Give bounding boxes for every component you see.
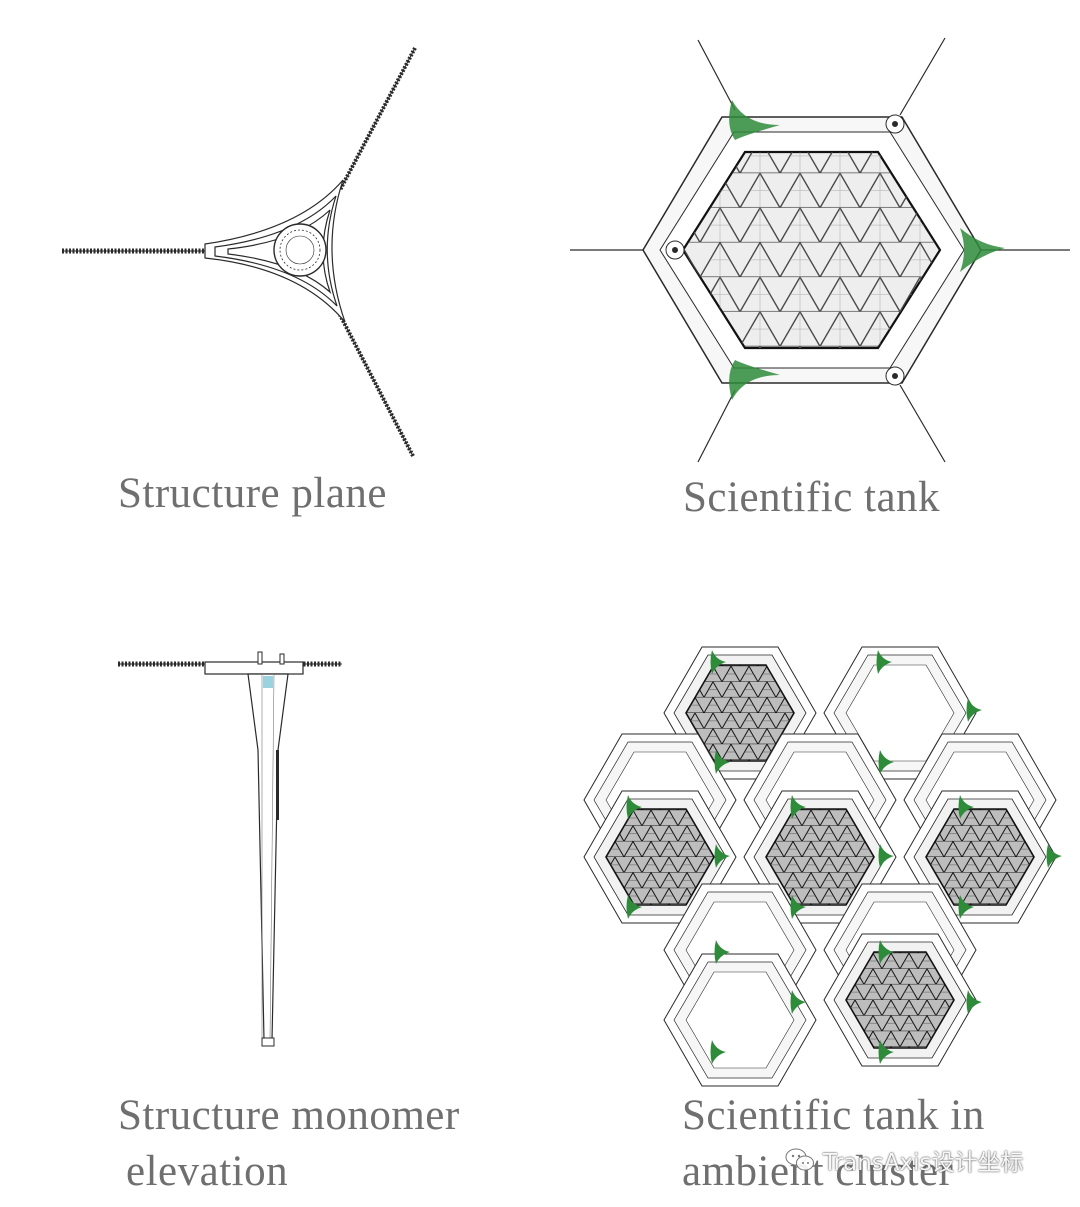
caption-line-1: Structure monomer (118, 1092, 460, 1139)
monomer-elevation-drawing (118, 651, 342, 1047)
caption-scientific-tank: Scientific tank (683, 470, 940, 526)
caption-monomer-elevation: Structure monomer elevation (118, 1088, 460, 1200)
caption-ambient-cluster: Scientific tank in ambient cluster (682, 1088, 985, 1200)
caption-text: Structure plane (118, 470, 387, 517)
watermark-text: TransAxis设计坐标 (823, 1150, 1024, 1176)
caption-line-2: elevation (126, 1147, 289, 1195)
watermark: TransAxis设计坐标 (785, 1143, 1055, 1177)
caption-text: Scientific tank (683, 474, 941, 521)
caption-line-2: ambient cluster (682, 1147, 954, 1195)
ambient-cluster-drawing (583, 646, 1062, 1087)
structure-plane-drawing (62, 47, 417, 457)
ambient-cluster-panel: Scientific tank in ambient cluster (540, 600, 1080, 1207)
scientific-tank-drawing (570, 37, 1070, 463)
scientific-tank-panel: Scientific tank (540, 0, 1080, 560)
wechat-icon (785, 1148, 814, 1171)
caption-line-1: Scientific tank in (682, 1092, 985, 1139)
structure-plane-panel: Structure plane (0, 0, 540, 560)
caption-structure-plane: Structure plane (118, 466, 387, 522)
monomer-elevation-panel: Structure monomer elevation (0, 600, 540, 1207)
